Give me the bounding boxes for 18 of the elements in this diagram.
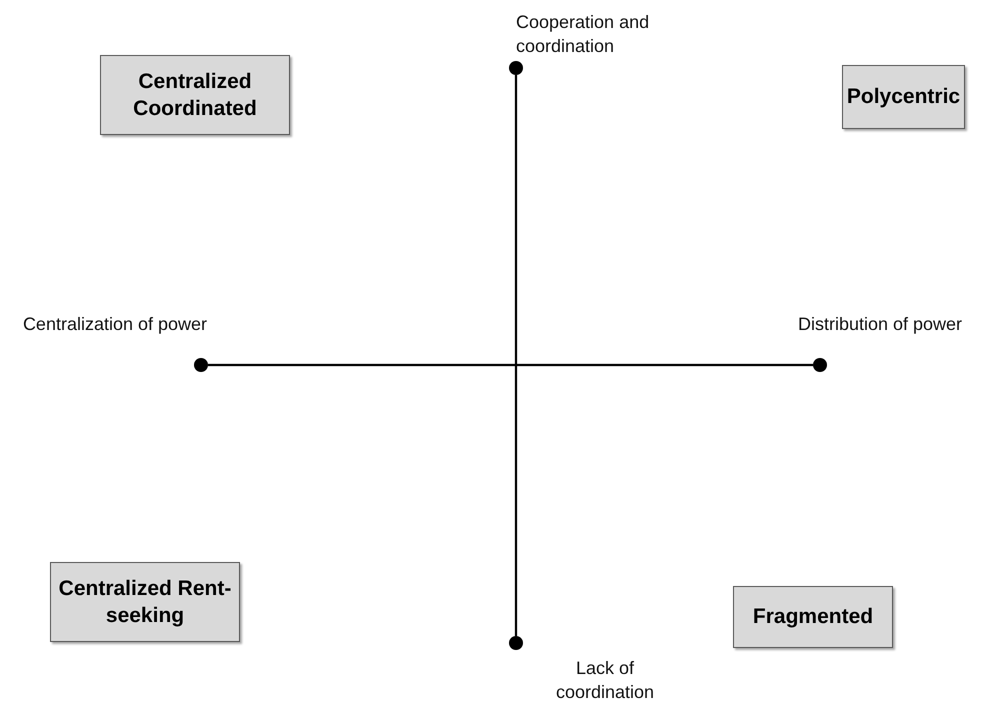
quadrant-label: Polycentric — [846, 84, 960, 110]
axis-end-dot — [194, 358, 208, 372]
axis-label: Cooperation and coordination — [516, 11, 650, 58]
axis-line — [514, 75, 518, 636]
quadrant-label: Fragmented — [752, 604, 874, 630]
quadrant-box — [733, 586, 893, 648]
axis-line — [208, 364, 813, 366]
axis-label: Centralization of power — [22, 313, 208, 336]
axis-label: Lack of coordination — [554, 657, 656, 704]
axis-end-dot — [813, 358, 827, 372]
quadrant-box — [842, 65, 965, 129]
quadrant-box — [100, 55, 290, 135]
quadrant-label: Centralized Coordinated — [132, 68, 258, 122]
axis-end-dot — [509, 636, 523, 650]
quadrant-box — [50, 562, 240, 642]
axis-end-dot — [509, 61, 523, 75]
axis-label: Distribution of power — [796, 313, 964, 336]
quadrant-label: Centralized Rent-seeking — [58, 576, 232, 629]
